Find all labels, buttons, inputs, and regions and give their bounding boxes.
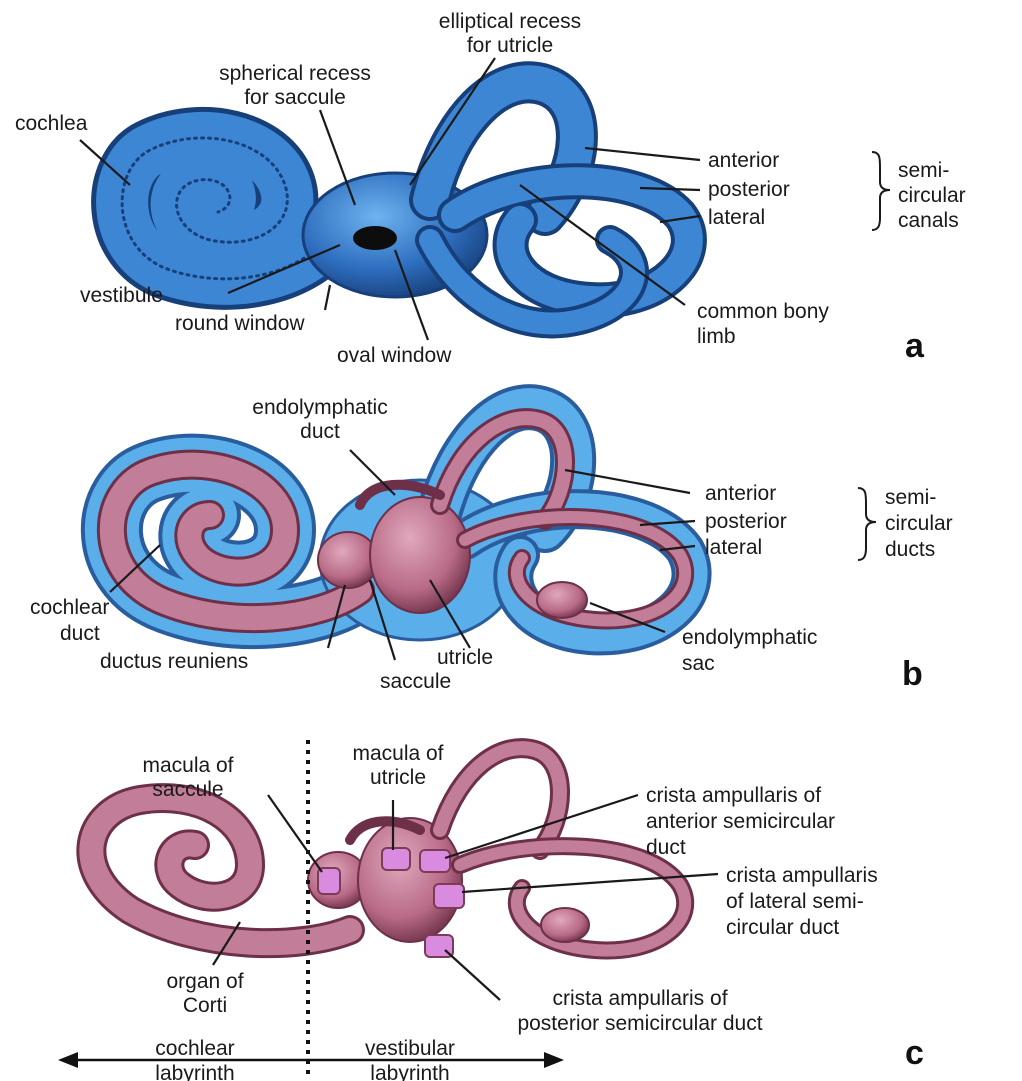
label-b-anterior: anterior <box>705 482 776 505</box>
panel-letter-b: b <box>902 655 923 693</box>
label-group-b-1: semi- <box>885 486 936 509</box>
label-endolymphatic-duct-1: endolymphatic <box>252 396 387 419</box>
crista-lateral-patch <box>434 884 464 908</box>
label-common-bony-2: limb <box>697 325 736 348</box>
label-crista-anterior-3: duct <box>646 836 686 859</box>
label-crista-posterior-1: crista ampullaris of <box>552 987 727 1010</box>
panel-a-bony-labyrinth: elliptical recess for utricle spherical … <box>15 10 966 367</box>
leader-crista-posterior <box>445 950 500 1000</box>
label-common-bony-1: common bony <box>697 300 829 323</box>
label-cochlear-labyrinth-1: cochlear <box>155 1037 234 1060</box>
endolymphatic-sac-shape <box>537 582 587 618</box>
label-group-a-1: semi- <box>898 159 949 182</box>
cochlea-shape <box>122 138 330 279</box>
panel-c-sensory-areas: macula of saccule macula of utricle cris… <box>58 740 924 1081</box>
label-organ-corti-2: Corti <box>183 994 227 1017</box>
label-macula-saccule-1: macula of <box>142 754 233 777</box>
label-spherical-recess-2: for saccule <box>244 86 346 109</box>
bracket-b <box>858 488 876 560</box>
bracket-a <box>872 152 890 230</box>
label-spherical-recess-1: spherical recess <box>219 62 371 85</box>
label-oval-window: oval window <box>337 344 452 367</box>
label-crista-lateral-2: of lateral semi- <box>726 890 864 913</box>
label-cochlear-duct-1: cochlear <box>30 596 109 619</box>
label-endolymphatic-sac-1: endolymphatic <box>682 626 817 649</box>
endolymphatic-sac-c-shape <box>541 908 589 942</box>
oval-window-opening <box>353 226 397 250</box>
label-crista-anterior-2: anterior semicircular <box>646 810 835 833</box>
label-group-a-3: canals <box>898 209 959 232</box>
label-group-a-2: circular <box>898 184 966 207</box>
label-cochlea: cochlea <box>15 112 88 135</box>
label-group-b-3: ducts <box>885 538 935 561</box>
label-lateral: lateral <box>708 206 765 229</box>
label-posterior: posterior <box>708 178 790 201</box>
panel-letter-c: c <box>905 1034 924 1072</box>
macula-utricle-patch <box>382 848 410 870</box>
label-organ-corti-1: organ of <box>166 970 243 993</box>
label-endolymphatic-duct-2: duct <box>300 420 340 443</box>
label-crista-anterior-1: crista ampullaris of <box>646 784 821 807</box>
label-b-lateral: lateral <box>705 536 762 559</box>
label-utricle: utricle <box>437 646 493 669</box>
label-crista-posterior-2: posterior semicircular duct <box>517 1012 762 1035</box>
label-ductus-reuniens: ductus reuniens <box>100 650 248 673</box>
labyrinth-arrow <box>58 1052 564 1068</box>
label-macula-utricle-2: utricle <box>370 766 426 789</box>
label-round-window: round window <box>175 312 305 335</box>
label-crista-lateral-1: crista ampullaris <box>726 864 878 887</box>
leader-round-window <box>325 285 330 310</box>
label-anterior: anterior <box>708 149 779 172</box>
label-cochlear-labyrinth-2: labyrinth <box>155 1062 234 1081</box>
label-macula-saccule-2: saccule <box>152 778 223 801</box>
label-group-b-2: circular <box>885 512 953 535</box>
leader-macula-saccule <box>268 795 322 872</box>
leader-anterior <box>585 148 700 160</box>
label-elliptical-recess-2: for utricle <box>467 34 553 57</box>
label-cochlear-duct-2: duct <box>60 622 100 645</box>
label-crista-lateral-3: circular duct <box>726 916 839 939</box>
utricle-shape <box>370 497 470 613</box>
label-vestibular-labyrinth-1: vestibular <box>365 1037 455 1060</box>
panel-b-membranous-labyrinth: endolymphatic duct anterior posterior la… <box>30 396 953 693</box>
label-b-posterior: posterior <box>705 510 787 533</box>
panel-letter-a: a <box>905 327 925 365</box>
saccule-shape <box>318 532 378 588</box>
label-saccule: saccule <box>380 670 451 693</box>
label-endolymphatic-sac-2: sac <box>682 652 715 675</box>
label-macula-utricle-1: macula of <box>352 742 443 765</box>
label-vestibule: vestibule <box>80 284 163 307</box>
crista-anterior-patch <box>420 850 450 872</box>
label-vestibular-labyrinth-2: labyrinth <box>370 1062 449 1081</box>
semicircular-canals-shape <box>430 82 689 323</box>
label-elliptical-recess-1: elliptical recess <box>439 10 581 33</box>
